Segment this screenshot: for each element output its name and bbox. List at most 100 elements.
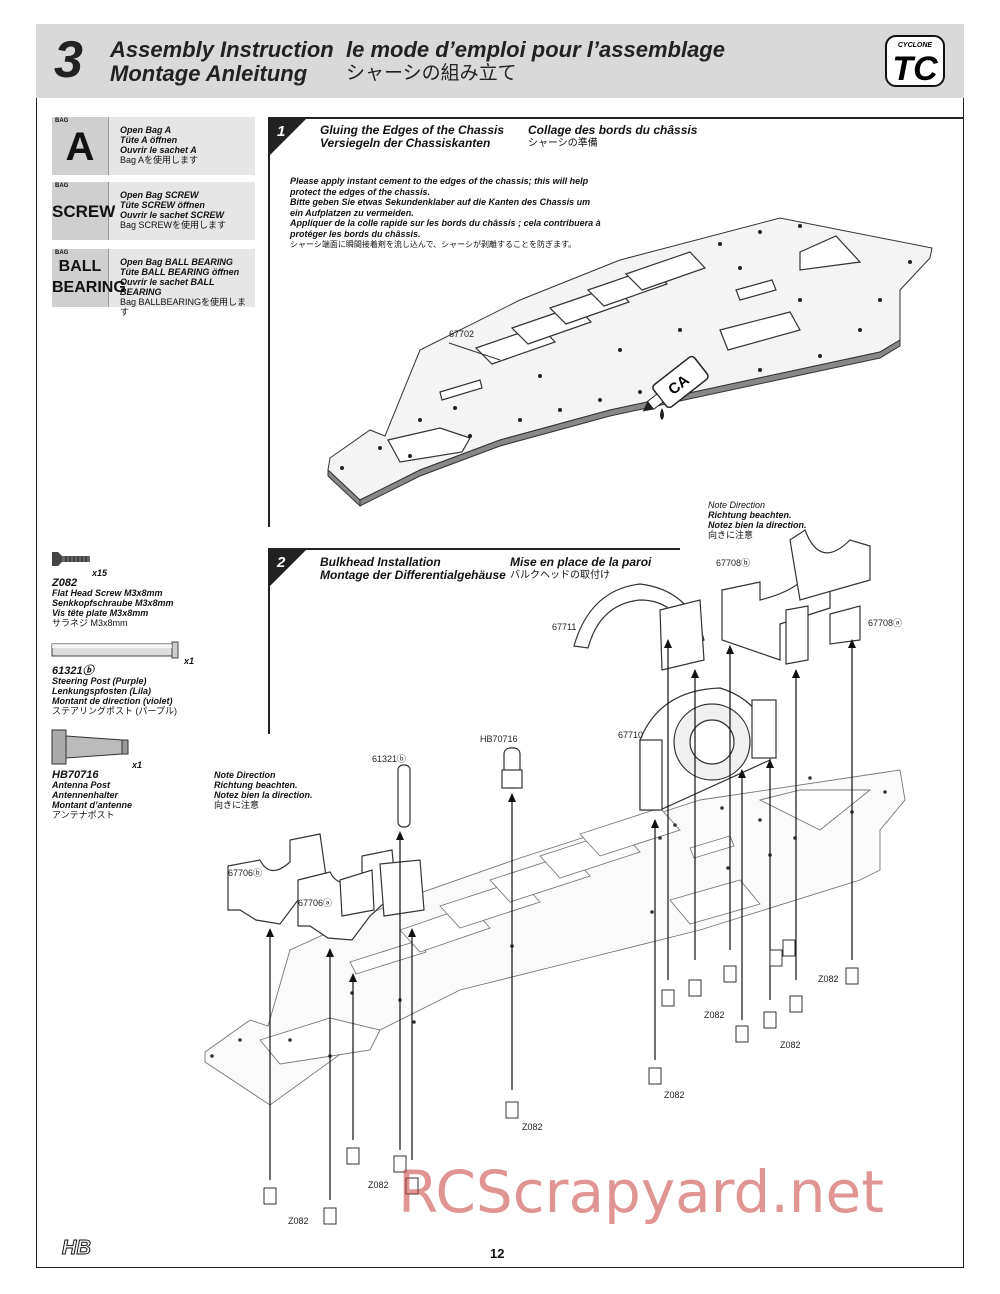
title-en: Assembly Instruction <box>110 37 334 62</box>
label-z082: Z082 <box>522 1122 543 1132</box>
part-desc: Antennenhalter <box>52 790 119 800</box>
part-desc: Steering Post (Purple) <box>52 676 147 686</box>
part-qty: x1 <box>132 760 143 770</box>
step2-vrule <box>268 548 270 734</box>
label-67708a: 67708ⓐ <box>868 618 903 628</box>
title-jp: シャーシの組み立て <box>346 63 517 84</box>
note-l1: Note Direction <box>214 770 276 780</box>
label-z082: Z082 <box>288 1216 309 1226</box>
step1-title-fr-text: Collage des bords du châssis <box>528 123 698 137</box>
part-qty: x15 <box>92 568 108 578</box>
bag-tag: BAG <box>55 118 69 124</box>
label-z082: Z082 <box>368 1180 389 1190</box>
cyclone-tc-logo: CYCLONE TC <box>885 35 945 88</box>
bag-line: Bag Aを使用します <box>120 155 199 165</box>
step2-title-fr-text: Mise en place de la paroi <box>510 555 652 569</box>
step-number: 3 <box>54 31 83 89</box>
bag-a-text: Open Bag A Tüte A öffnen Ouvrir le sache… <box>120 125 198 165</box>
step1-title: Gluing the Edges of the Chassis Versiege… <box>320 124 504 150</box>
bag-name: BEARING <box>52 279 126 296</box>
hb-footer-logo: HB <box>62 1237 92 1260</box>
part-desc: Montant de direction (violet) <box>52 696 173 706</box>
part-desc: ステアリングポスト (パープル) <box>52 706 177 716</box>
label-67706a: 67706ⓐ <box>298 898 333 908</box>
label-61321b: 61321ⓑ <box>372 754 407 764</box>
step1-badge: 1 <box>268 117 308 157</box>
part-desc: Antenna Post <box>52 780 111 790</box>
bag-line: Open Bag A <box>120 125 172 135</box>
label-z082: Z082 <box>664 1090 685 1100</box>
step2-title: Bulkhead Installation Montage der Differ… <box>320 556 506 582</box>
bag-line: Ouvrir le sachet A <box>120 145 197 155</box>
part-67702-label: 67702 <box>449 329 475 339</box>
label-hb70716: HB70716 <box>480 734 518 744</box>
step2-title-fr: Mise en place de la paroi バルクヘッドの取付け <box>510 556 651 582</box>
step1-note: Please apply instant cement to the edges… <box>290 176 630 250</box>
note-l3: Notez bien la direction. <box>708 520 807 530</box>
part-desc: Lenkungspfosten (Lila) <box>52 686 151 696</box>
step2-title-en: Bulkhead Installation <box>320 555 441 569</box>
part-desc: Montant d’antenne <box>52 800 132 810</box>
bag-bb-box: BAG BALL BEARING <box>52 249 126 307</box>
screw-z082-icon <box>52 552 90 566</box>
bag-a-box: BAG A <box>52 117 109 175</box>
note-direction-2: Note Direction Richtung beachten. Notez … <box>214 770 313 810</box>
bag-line: Open Bag BALL BEARING <box>120 257 233 267</box>
part-z082: x15 Z082 Flat Head Screw M3x8mm Senkkopf… <box>52 568 174 628</box>
label-67710: 67710 <box>618 730 644 740</box>
hb-logo-text: HB <box>62 1237 91 1259</box>
title-fr-jp: le mode d’emploi pour l’assemblage シャーシの… <box>346 38 725 86</box>
page-number: 12 <box>490 1246 505 1261</box>
label-z082: Z082 <box>818 974 839 984</box>
content-frame <box>36 98 964 1268</box>
bag-name: SCREW <box>52 202 116 221</box>
label-67708b: 67708ⓑ <box>716 558 751 568</box>
note-line: protect the edges of the chassis. <box>290 186 431 197</box>
logo-small-text: CYCLONE <box>898 42 933 49</box>
step2-num: 2 <box>276 554 286 571</box>
bag-a: BAG A Open Bag A Tüte A öffnen Ouvrir le… <box>52 117 255 175</box>
note-line: シャーシ端面に瞬間接着剤を流し込んで、シャーシが剥離することを防ぎます。 <box>290 239 577 249</box>
antenna-post-icon <box>51 729 129 765</box>
step1-rule <box>268 117 964 119</box>
note-l2: Richtung beachten. <box>708 510 792 520</box>
label-z082: Z082 <box>704 1010 725 1020</box>
part-qty: x1 <box>184 656 195 666</box>
bag-ball-bearing: BAG BALL BEARING Open Bag BALL BEARING T… <box>52 249 255 317</box>
title-en-de: Assembly Instruction Montage Anleitung <box>110 38 334 86</box>
part-id: 61321ⓑ <box>52 665 94 677</box>
note-line: ein Aufplatzen zu vermeiden. <box>290 207 414 218</box>
step2-title-jp: バルクヘッドの取付け <box>510 570 610 581</box>
note-l2: Richtung beachten. <box>214 780 298 790</box>
bag-line: Tüte A öffnen <box>120 135 178 145</box>
note-l3: Notez bien la direction. <box>214 790 313 800</box>
step1-num: 1 <box>277 123 285 140</box>
step1-title-fr: Collage des bords du châssis シャーシの準備 <box>528 124 697 150</box>
bag-line: Bag BALLBEARINGを使用します <box>120 297 247 317</box>
note-line: Bitte geben Sie etwas Sekundenklaber auf… <box>290 197 591 208</box>
note-direction-1: Note Direction Richtung beachten. Notez … <box>708 500 807 540</box>
part-hb70716: x1 HB70716 Antenna Post Antennenhalter M… <box>52 760 142 820</box>
part-id: Z082 <box>52 577 78 589</box>
label-z082: Z082 <box>780 1040 801 1050</box>
logo-big-text: TC <box>892 50 938 88</box>
note-line: Appliquer de la colle rapide sur les bor… <box>290 218 601 229</box>
step2-badge: 2 <box>268 548 308 588</box>
bag-line: Ouvrir le sachet SCREW <box>120 210 225 220</box>
label-67706b: 67706ⓑ <box>228 868 263 878</box>
bag-name: A <box>65 125 95 169</box>
bag-tag: BAG <box>55 183 69 189</box>
part-desc: Flat Head Screw M3x8mm <box>52 588 163 598</box>
part-61321: x1 61321ⓑ Steering Post (Purple) Lenkung… <box>52 656 194 716</box>
label-67711: 67711 <box>552 622 577 632</box>
steering-post-icon <box>51 641 179 659</box>
note-l4: 向きに注意 <box>214 800 260 810</box>
note-l1: Note Direction <box>708 500 766 510</box>
note-line: protéger les bords du châssis. <box>290 228 421 239</box>
part-id: HB70716 <box>52 769 99 781</box>
bag-screw-text: Open Bag SCREW Tüte SCREW öffnen Ouvrir … <box>120 190 226 230</box>
step2-rule <box>268 548 680 550</box>
part-desc: Vis tête plate M3x8mm <box>52 608 149 618</box>
